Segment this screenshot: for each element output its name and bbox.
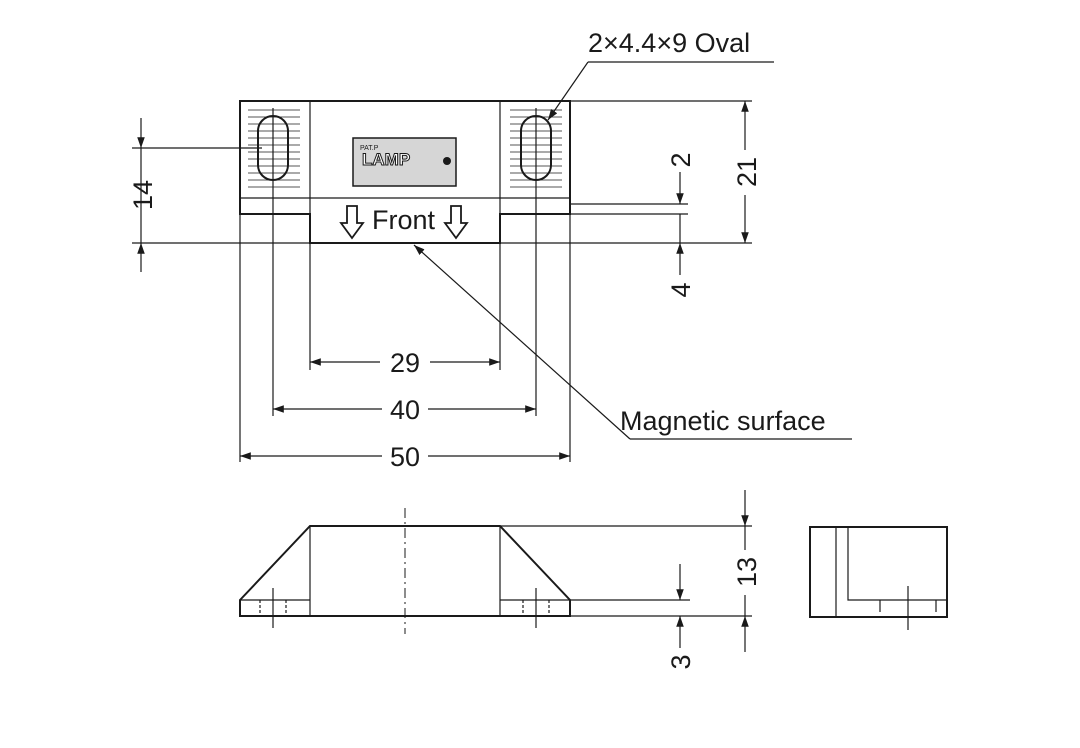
front-view: PAT.P LAMP Front [239,100,571,244]
down-arrow-outline-icon [443,205,469,240]
dim-base-thickness-text: 3 [666,654,696,669]
dim-overall-width-text: 50 [390,442,420,472]
dim-side-height-text: 13 [732,557,762,587]
dim-front-step-text: 4 [666,282,696,297]
dim-extension-lines [239,190,571,462]
dim-height-total-text: 21 [732,157,762,187]
dim-hole-height: 14 [128,118,312,272]
logo-small-text: PAT.P [360,145,379,152]
left-screw-hole-lines [259,588,287,628]
side-view [239,508,571,634]
right-screw-hole-lines [522,588,550,628]
end-view-body [809,526,948,618]
dim-overall-width: 50 [240,442,570,472]
dim-top-offset-text: 2 [666,152,696,167]
dim-inner-width-text: 29 [390,348,420,378]
oval-callout: 2×4.4×9 Oval [547,28,774,121]
front-label: Front [372,205,436,235]
dim-inner-width: 29 [310,348,500,378]
magnetic-surface-callout: Magnetic surface [413,244,852,440]
dim-base-thickness: 3 [570,564,696,670]
dim-hole-height-text: 14 [128,180,158,210]
dim-side-height: 13 [500,490,762,652]
oval-callout-text: 2×4.4×9 Oval [588,28,750,58]
dim-height-total: 21 [500,100,762,244]
dim-hole-pitch: 40 [273,395,536,425]
brand-logo: PAT.P LAMP [352,137,457,187]
dim-top-offset: 2 [570,152,696,215]
magnetic-surface-text: Magnetic surface [620,406,826,436]
end-view [809,526,948,630]
logo-brand-text: LAMP [362,150,410,169]
down-arrow-outline-icon [339,205,365,240]
dim-front-step: 4 [666,214,696,298]
dim-hole-pitch-text: 40 [390,395,420,425]
